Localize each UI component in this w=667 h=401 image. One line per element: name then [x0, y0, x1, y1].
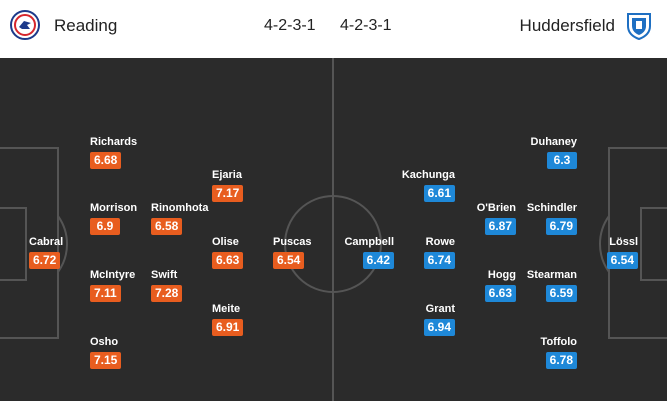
- player-rating: 6.87: [484, 218, 516, 235]
- away-player-rowe[interactable]: Rowe 6.74: [395, 236, 455, 269]
- player-rating: 6.72: [29, 252, 61, 269]
- away-player-duhaney[interactable]: Duhaney 6.3: [517, 136, 577, 169]
- match-header: Reading 4-2-3-1 4-2-3-1 Huddersfield: [0, 0, 667, 58]
- away-player-schindler[interactable]: Schindler 6.79: [517, 202, 577, 235]
- player-rating: 6.42: [362, 252, 394, 269]
- player-name: Lössl: [609, 236, 638, 248]
- player-rating: 7.11: [90, 285, 121, 302]
- player-name: Osho: [90, 336, 119, 348]
- player-name: O'Brien: [476, 202, 516, 214]
- player-name: Rinomhota: [151, 202, 209, 214]
- player-name: Rowe: [425, 236, 455, 248]
- home-formation: 4-2-3-1: [264, 17, 316, 34]
- player-name: McIntyre: [90, 269, 136, 281]
- home-player-cabral[interactable]: Cabral 6.72: [29, 236, 89, 269]
- player-name: Stearman: [526, 269, 577, 281]
- away-player-obrien[interactable]: O'Brien 6.87: [456, 202, 516, 235]
- player-rating: 6.63: [212, 252, 244, 269]
- player-rating: 7.28: [151, 285, 183, 302]
- player-name: Puscas: [273, 236, 312, 248]
- player-rating: 7.15: [90, 352, 122, 369]
- player-rating: 6.54: [606, 252, 638, 269]
- player-rating: 6.79: [545, 218, 577, 235]
- player-rating: 6.78: [545, 352, 577, 369]
- home-player-olise[interactable]: Olise 6.63: [212, 236, 272, 269]
- home-player-puscas[interactable]: Puscas 6.54: [273, 236, 333, 269]
- pitch: Richards 6.68 Morrison 6.9 Cabral 6.72 M…: [0, 58, 667, 401]
- home-player-morrison[interactable]: Morrison 6.9: [90, 202, 150, 235]
- player-rating: 6.59: [545, 285, 577, 302]
- player-name: Swift: [151, 269, 178, 281]
- home-player-meite[interactable]: Meite 6.91: [212, 303, 272, 336]
- player-name: Morrison: [90, 202, 138, 214]
- home-player-rinomhota[interactable]: Rinomhota 6.58: [151, 202, 211, 235]
- home-team-name: Reading: [54, 16, 118, 35]
- player-rating: 6.68: [90, 152, 122, 169]
- away-player-grant[interactable]: Grant 6.94: [395, 303, 455, 336]
- huddersfield-crest-icon: [627, 13, 651, 40]
- player-name: Schindler: [526, 202, 577, 214]
- player-rating: 6.3: [547, 152, 577, 169]
- home-player-ejaria[interactable]: Ejaria 7.17: [212, 169, 272, 202]
- player-rating: 7.17: [212, 185, 244, 202]
- player-name: Hogg: [487, 269, 516, 281]
- away-formation: 4-2-3-1: [340, 17, 392, 34]
- player-rating: 6.61: [423, 185, 455, 202]
- player-rating: 6.9: [90, 218, 120, 235]
- pitch-markings: [0, 58, 667, 401]
- away-player-campbell[interactable]: Campbell 6.42: [334, 236, 394, 269]
- player-name: Olise: [212, 236, 239, 248]
- away-team-name: Huddersfield: [519, 16, 615, 35]
- player-rating: 6.54: [273, 252, 305, 269]
- player-rating: 6.63: [484, 285, 516, 302]
- player-name: Kachunga: [401, 169, 455, 181]
- player-name: Ejaria: [212, 169, 242, 181]
- reading-crest-icon: [10, 10, 40, 40]
- player-name: Toffolo: [540, 336, 577, 348]
- player-name: Grant: [425, 303, 455, 315]
- away-player-stearman[interactable]: Stearman 6.59: [517, 269, 577, 302]
- player-name: Meite: [212, 303, 241, 315]
- player-name: Cabral: [29, 236, 64, 248]
- player-rating: 6.74: [423, 252, 455, 269]
- player-name: Duhaney: [530, 136, 577, 148]
- home-player-osho[interactable]: Osho 7.15: [90, 336, 150, 369]
- home-player-mcintyre[interactable]: McIntyre 7.11: [90, 269, 150, 302]
- home-player-swift[interactable]: Swift 7.28: [151, 269, 211, 302]
- player-rating: 6.58: [151, 218, 183, 235]
- player-rating: 6.91: [212, 319, 244, 336]
- player-rating: 6.94: [423, 319, 455, 336]
- home-player-richards[interactable]: Richards 6.68: [90, 136, 150, 169]
- away-player-toffolo[interactable]: Toffolo 6.78: [517, 336, 577, 369]
- away-player-kachunga[interactable]: Kachunga 6.61: [395, 169, 455, 202]
- away-player-hogg[interactable]: Hogg 6.63: [456, 269, 516, 302]
- away-player-lossl[interactable]: Lössl 6.54: [578, 236, 638, 269]
- player-name: Richards: [90, 136, 138, 148]
- player-name: Campbell: [344, 236, 394, 248]
